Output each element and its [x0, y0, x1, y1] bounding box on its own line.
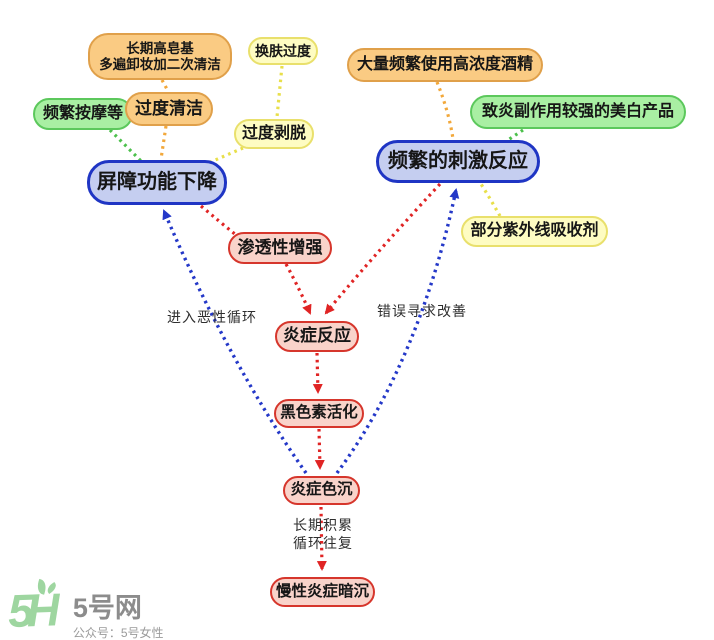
edge-peeling-to-exfoliate	[275, 65, 284, 118]
label-vicious-cycle: 进入恶性循环	[167, 309, 257, 325]
node-frequent-stimulation: 频繁的刺激反应	[376, 140, 540, 183]
node-soap-line1: 长期高皂基	[126, 40, 194, 56]
node-whitening-products: 致炎副作用较强的美白产品	[470, 95, 686, 129]
edge-soap-to-overclean	[160, 79, 170, 92]
logo-texts: 5号网 公众号：5号女性	[67, 586, 164, 640]
node-uv-absorber: 部分紫外线吸收剂	[461, 216, 608, 247]
node-melanin-activation: 黑色素活化	[274, 399, 364, 428]
logo-5h-mark: 5H	[7, 578, 67, 637]
node-soap-line2: 多遍卸妆加二次清洁	[99, 56, 221, 72]
logo-site-name: 5号网	[72, 593, 142, 623]
label-accumulation-line1: 长期积累	[293, 517, 353, 533]
label-wrong-improvement: 错误寻求改善	[377, 303, 467, 319]
edge-barrier-to-permeability	[199, 204, 238, 237]
node-overclean: 过度清洁	[125, 92, 213, 126]
node-inflammation: 炎症反应	[275, 321, 359, 352]
node-barrier-decline: 屏障功能下降	[87, 160, 227, 205]
edge-overclean-to-barrier	[159, 125, 168, 160]
label-accumulation: 长期积累 循环往复	[293, 517, 353, 552]
edge-stimulation-to-inflammation	[324, 182, 442, 315]
node-inflammatory-pigmentation: 炎症色沉	[283, 476, 360, 505]
node-soap-cleansing: 长期高皂基 多遍卸妆加二次清洁	[88, 33, 232, 80]
edge-melanin-to-pigmentation	[314, 428, 325, 470]
edge-massage-to-barrier	[108, 128, 143, 163]
node-alcohol: 大量频繁使用高浓度酒精	[347, 48, 543, 82]
node-permeability: 渗透性增强	[228, 232, 332, 264]
edge-alcohol-to-stimulation	[435, 81, 455, 140]
node-exfoliate: 过度剥脱	[234, 119, 314, 149]
edge-permeability-to-inflammation	[284, 263, 312, 315]
label-accumulation-line2: 循环往复	[293, 534, 353, 551]
node-peeling: 换肤过度	[248, 37, 318, 65]
edge-inflammation-to-melanin	[312, 352, 323, 394]
node-massage: 频繁按摩等	[33, 98, 133, 130]
edge-loop-to-barrier	[162, 209, 308, 474]
node-chronic-darkening: 慢性炎症暗沉	[270, 577, 375, 607]
logo-tagline: 公众号：5号女性	[72, 626, 164, 640]
site-logo: 5H 5号网 公众号：5号女性	[7, 578, 164, 640]
edge-uv-to-stimulation	[479, 183, 502, 217]
